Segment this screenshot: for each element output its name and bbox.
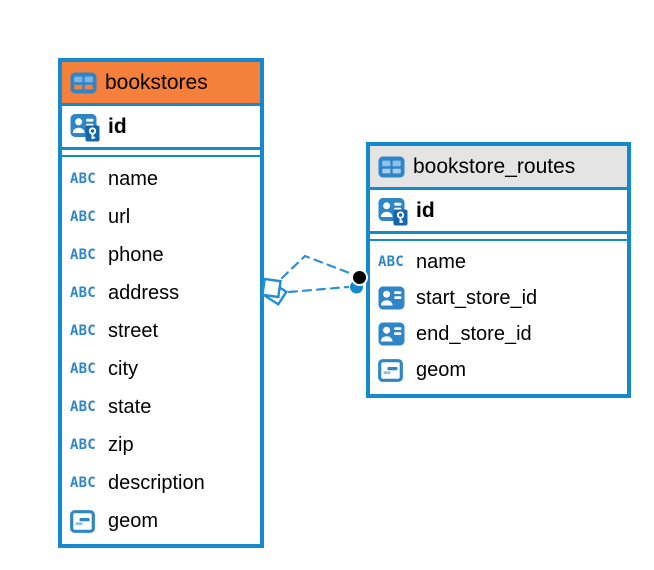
column-row-name[interactable]: ABC name — [62, 160, 260, 198]
table-icon — [378, 156, 405, 177]
column-name: description — [108, 471, 205, 494]
table-header-bookstore-routes[interactable]: bookstore_routes — [370, 146, 627, 190]
column-name: zip — [108, 433, 134, 456]
column-name: geom — [108, 509, 159, 532]
icon-slot: ABC — [68, 437, 102, 453]
icon-slot — [376, 286, 410, 310]
table-name: bookstores — [105, 70, 208, 94]
icon-slot: ABC — [68, 361, 102, 377]
column-row-name[interactable]: ABC name — [370, 244, 627, 280]
icon-slot — [68, 112, 102, 142]
column-row-geom[interactable]: geom — [62, 502, 260, 540]
icon-slot: ABC — [68, 399, 102, 415]
relationship-diamond-marker[interactable] — [261, 277, 289, 307]
icon-slot: ABC — [68, 247, 102, 263]
text-type-icon: ABC — [378, 254, 404, 270]
table-node-bookstores[interactable]: bookstores id ABC name ABC url ABC ph — [58, 58, 264, 548]
icon-slot — [376, 196, 410, 226]
column-name: name — [108, 167, 159, 190]
column-name: address — [108, 281, 180, 304]
icon-slot: ABC — [376, 254, 410, 270]
column-name: start_store_id — [416, 286, 538, 309]
text-type-icon: ABC — [70, 171, 96, 187]
column-row-address[interactable]: ABC address — [62, 274, 260, 312]
column-name: url — [108, 205, 131, 228]
icon-slot: ABC — [68, 171, 102, 187]
relationship-line-lower[interactable] — [287, 285, 350, 294]
icon-slot: ABC — [68, 323, 102, 339]
relationship-endpoint-markers[interactable] — [350, 269, 368, 294]
icon-slot — [68, 509, 102, 533]
icon-slot: ABC — [68, 285, 102, 301]
primary-key-row[interactable]: id — [62, 106, 260, 150]
table-icon — [70, 72, 97, 93]
geometry-type-icon — [70, 509, 95, 533]
icon-slot: ABC — [68, 209, 102, 225]
column-row-city[interactable]: ABC city — [62, 350, 260, 388]
column-row-end_store_id[interactable]: end_store_id — [370, 316, 627, 352]
table-header-bookstores[interactable]: bookstores — [62, 62, 260, 106]
table-name: bookstore_routes — [413, 154, 576, 178]
column-name: city — [108, 357, 138, 380]
column-row-geom[interactable]: geom — [370, 352, 627, 388]
text-type-icon: ABC — [70, 323, 96, 339]
text-type-icon: ABC — [70, 209, 96, 225]
columns-section: ABC name start_store_id end_store_id geo… — [370, 239, 627, 391]
icon-slot — [376, 358, 410, 382]
text-type-icon: ABC — [70, 361, 96, 377]
text-type-icon: ABC — [70, 247, 96, 263]
text-type-icon: ABC — [70, 285, 96, 301]
icon-slot: ABC — [68, 475, 102, 491]
column-row-url[interactable]: ABC url — [62, 198, 260, 236]
primary-key-name: id — [416, 198, 435, 222]
text-type-icon: ABC — [70, 475, 96, 491]
column-name: phone — [108, 243, 164, 266]
table-node-bookstore-routes[interactable]: bookstore_routes id ABC name — [366, 142, 631, 398]
text-type-icon: ABC — [70, 399, 96, 415]
primary-key-icon — [378, 197, 408, 225]
column-name: name — [416, 250, 467, 273]
primary-key-icon — [70, 113, 100, 141]
column-row-phone[interactable]: ABC phone — [62, 236, 260, 274]
column-row-state[interactable]: ABC state — [62, 388, 260, 426]
column-row-street[interactable]: ABC street — [62, 312, 260, 350]
relationship-line-upper[interactable] — [280, 254, 354, 280]
icon-slot — [376, 322, 410, 346]
primary-key-row[interactable]: id — [370, 190, 627, 234]
primary-key-name: id — [108, 114, 127, 138]
column-row-description[interactable]: ABC description — [62, 464, 260, 502]
geometry-type-icon — [378, 358, 403, 382]
reference-type-icon — [378, 322, 405, 346]
column-name: end_store_id — [416, 322, 532, 345]
text-type-icon: ABC — [70, 437, 96, 453]
column-row-zip[interactable]: ABC zip — [62, 426, 260, 464]
column-name: geom — [416, 358, 467, 381]
column-name: street — [108, 319, 159, 342]
reference-type-icon — [378, 286, 405, 310]
column-row-start_store_id[interactable]: start_store_id — [370, 280, 627, 316]
columns-section: ABC name ABC url ABC phone ABC address A… — [62, 155, 260, 543]
column-name: state — [108, 395, 152, 418]
